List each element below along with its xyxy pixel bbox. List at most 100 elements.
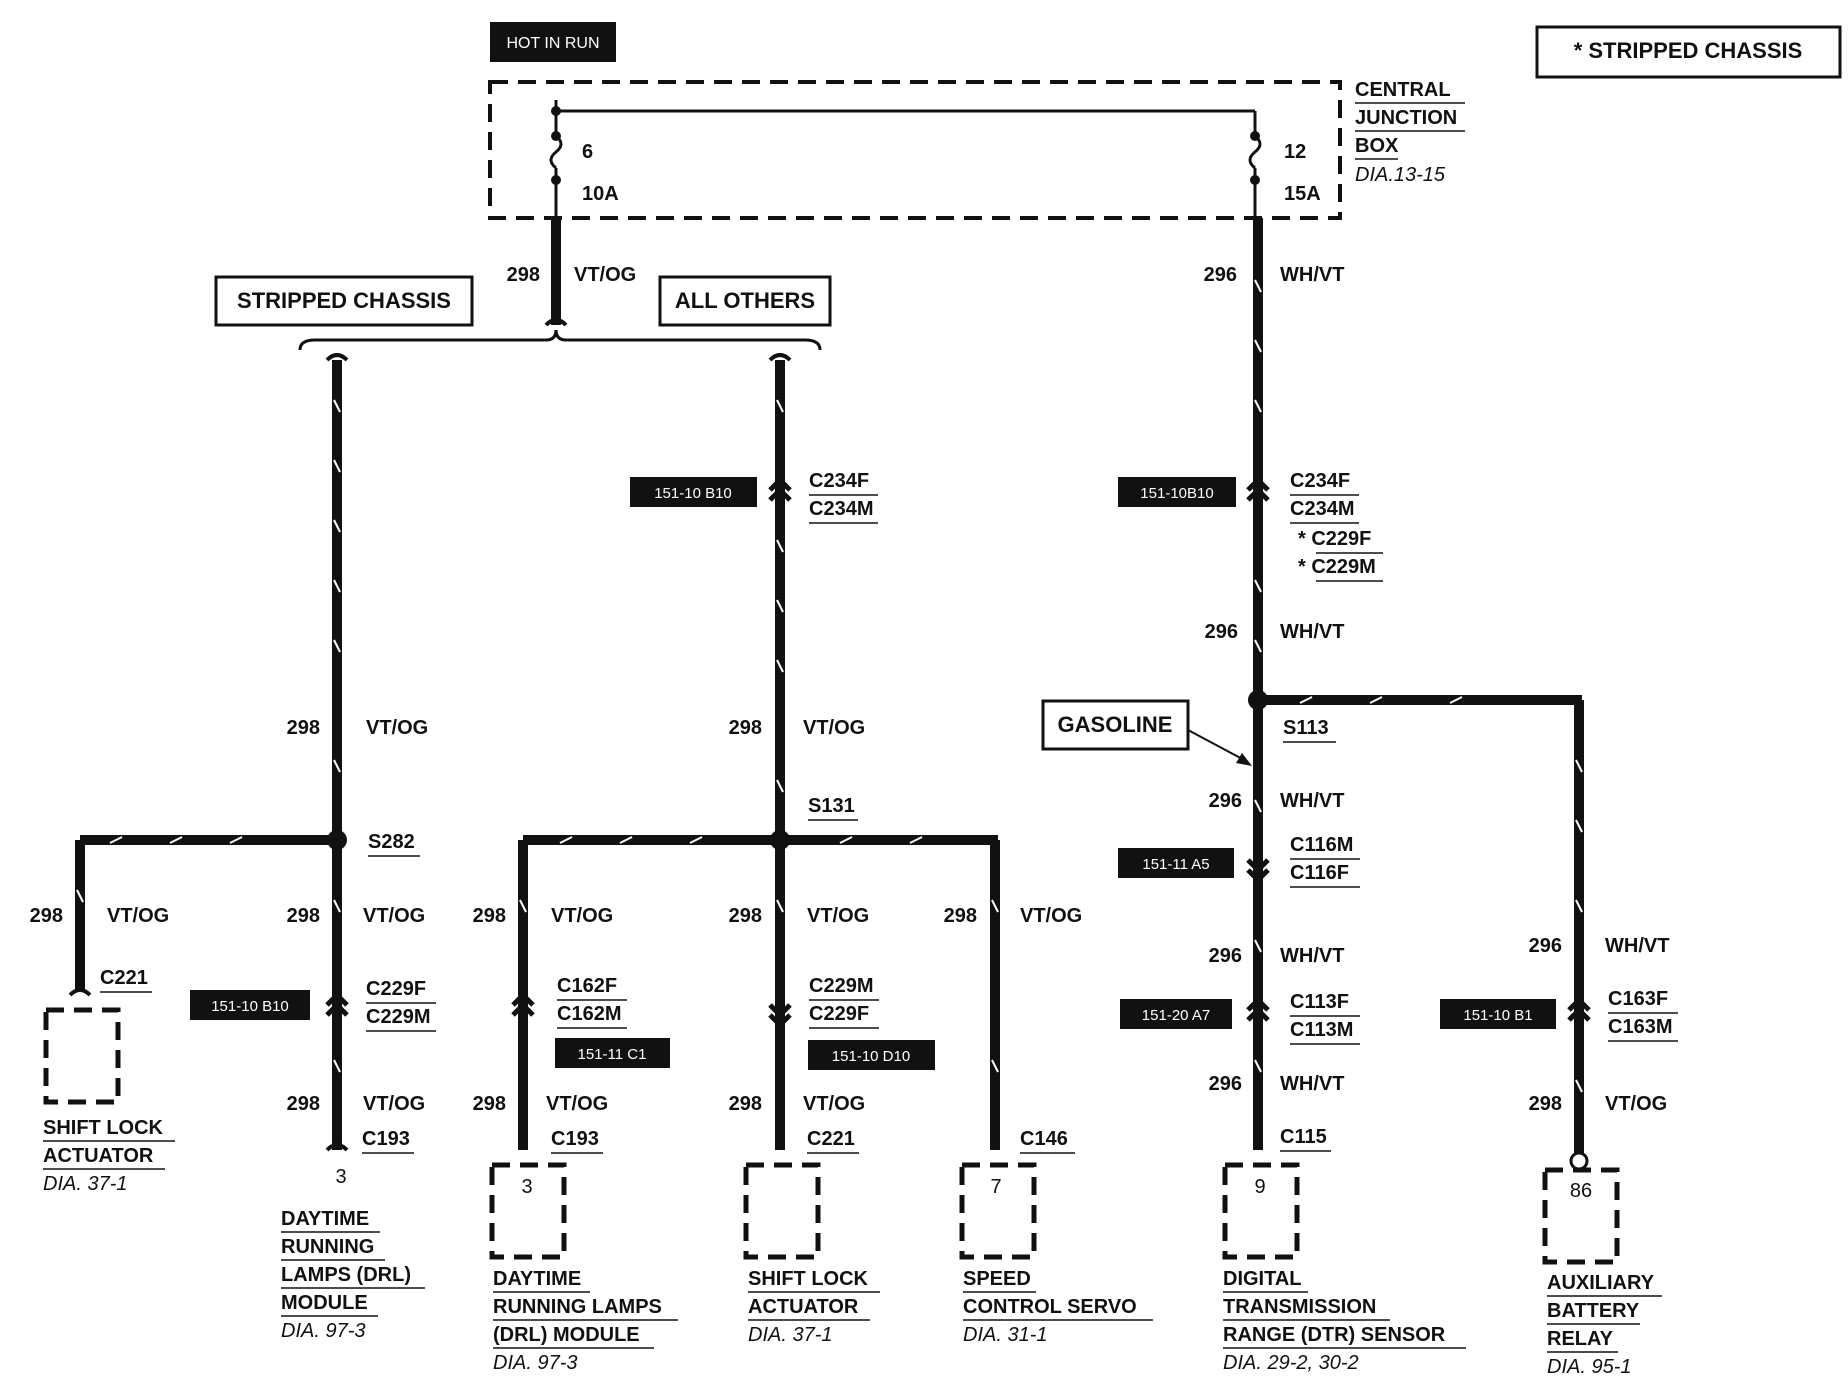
components-drl-1-line1-label: DAYTIME <box>281 1208 369 1230</box>
circuits-c298-label: 298 <box>1529 1093 1562 1115</box>
location-tags-t-151-10-b1-label: 151-10 B1 <box>1463 1007 1532 1024</box>
components-drl-1-pin-label: 3 <box>335 1166 346 1188</box>
circuits-wh-vt-label: WH/VT <box>1605 935 1669 957</box>
central-junction-box: 6 10A 12 15A CENTRAL JUNCTION BOX DIA.13… <box>488 79 1465 220</box>
circuits-vt-og-label: VT/OG <box>807 905 869 927</box>
location-tags: 151-10 B10 151-10B10 151-10 B10 151-11 C… <box>190 477 1556 1070</box>
connectors-c163f-label: C163F <box>1608 988 1668 1010</box>
circuits-c298-label: 298 <box>473 1093 506 1115</box>
components-drl-1-line4-label: MODULE <box>281 1292 368 1314</box>
splice-labels: S282 S131 S113 <box>368 717 1336 857</box>
component-shift-lock-actuator-1: SHIFT LOCK ACTUATOR DIA. 37-1 <box>43 1007 175 1195</box>
variant-labels: STRIPPED CHASSIS ALL OTHERS GASOLINE <box>214 275 1190 751</box>
components-aux-relay-line1-label: AUXILIARY <box>1547 1272 1655 1294</box>
connectors-c234f-label: C234F <box>1290 470 1350 492</box>
circuits-c298-label: 298 <box>507 264 540 286</box>
components-drl-2-line1-label: DAYTIME <box>493 1268 581 1290</box>
connectors-c229m-label: C229M <box>809 975 873 997</box>
components-drl-2-line2-label: RUNNING LAMPS <box>493 1296 662 1318</box>
connectors-c221-label: C221 <box>100 967 148 989</box>
components-drl-1-line3-label: LAMPS (DRL) <box>281 1264 411 1286</box>
components-dtr-sensor-pin-label: 9 <box>1254 1176 1265 1198</box>
circuits-vt-og-label: VT/OG <box>546 1093 608 1115</box>
components-drl-2-pin-label: 3 <box>521 1176 532 1198</box>
circuits-c298-label: 298 <box>729 717 762 739</box>
connectors-c193-label: C193 <box>362 1128 410 1150</box>
hot-in-run-tag: HOT IN RUN <box>490 22 616 62</box>
connectors-c115-label: C115 <box>1280 1126 1327 1148</box>
circuits-c296-label: 296 <box>1209 1073 1242 1095</box>
circuits-c296-label: 296 <box>1204 264 1237 286</box>
circuits-c296-label: 296 <box>1209 790 1242 812</box>
connectors-c221-label: C221 <box>807 1128 855 1150</box>
location-tags-t-151-10-d10-label: 151-10 D10 <box>832 1048 910 1065</box>
connectors-c193-label: C193 <box>551 1128 599 1150</box>
fuse-12-rating: 15A <box>1284 183 1321 205</box>
components-speed-control-pin-label: 7 <box>990 1176 1001 1198</box>
connectors-c113m-label: C113M <box>1290 1019 1353 1041</box>
circuits-c296-label: 296 <box>1209 945 1242 967</box>
splices-s282-label: S282 <box>368 831 415 853</box>
variant-labels-all-others-label: ALL OTHERS <box>675 288 815 313</box>
connectors-c229m-label: C229M <box>366 1006 430 1028</box>
components-aux-relay-pin-label: 86 <box>1570 1180 1592 1202</box>
components-shift-lock-1-ref-label: DIA. 37-1 <box>43 1173 127 1195</box>
connectors-c229f-star-label: * C229F <box>1298 528 1371 550</box>
component-drl-module-2: 3 DAYTIME RUNNING LAMPS (DRL) MODULE DIA… <box>489 1162 678 1374</box>
connectors-c229m-star-label: * C229M <box>1298 556 1376 578</box>
circuits-vt-og-label: VT/OG <box>574 264 636 286</box>
circuits-wh-vt-label: WH/VT <box>1280 790 1344 812</box>
component-speed-control-servo: 7 SPEED CONTROL SERVO DIA. 31-1 <box>959 1162 1153 1346</box>
circuits-wh-vt-label: WH/VT <box>1280 621 1344 643</box>
connectors-c163m-label: C163M <box>1608 1016 1672 1038</box>
variant-labels-stripped-label: STRIPPED CHASSIS <box>237 288 451 313</box>
circuits-vt-og-label: VT/OG <box>551 905 613 927</box>
wires <box>68 218 1591 1171</box>
cjb-name-3: BOX <box>1355 135 1399 157</box>
components-dtr-sensor-line2-label: TRANSMISSION <box>1223 1296 1376 1318</box>
splice-s282-dot <box>327 830 347 850</box>
location-tags-t-151-10b10-label: 151-10B10 <box>1140 485 1213 502</box>
components-aux-relay-ref-label: DIA. 95-1 <box>1547 1356 1631 1378</box>
splices-s113-label: S113 <box>1283 717 1329 739</box>
components-dtr-sensor-line3-label: RANGE (DTR) SENSOR <box>1223 1324 1446 1346</box>
components-drl-2-ref-label: DIA. 97-3 <box>493 1352 577 1374</box>
connectors-c234f-label: C234F <box>809 470 869 492</box>
components-speed-control-line1-label: SPEED <box>963 1268 1031 1290</box>
component-dtr-sensor: 9 DIGITAL TRANSMISSION RANGE (DTR) SENSO… <box>1222 1162 1466 1374</box>
location-tags-t-151-10-b10-b-label: 151-10 B10 <box>211 998 289 1015</box>
location-tags-t-151-10-b10-a-label: 151-10 B10 <box>654 485 732 502</box>
legend-box: * STRIPPED CHASSIS <box>1535 25 1842 79</box>
components-shift-lock-2-line2-label: ACTUATOR <box>748 1296 859 1318</box>
cjb-name-1: CENTRAL <box>1355 79 1451 101</box>
circuits-wh-vt-label: WH/VT <box>1280 264 1344 286</box>
fuse-6-number: 6 <box>582 141 593 163</box>
components-drl-1-ref-label: DIA. 97-3 <box>281 1320 365 1342</box>
component-shift-lock-actuator-2: SHIFT LOCK ACTUATOR DIA. 37-1 <box>743 1162 880 1346</box>
circuits-vt-og-label: VT/OG <box>1605 1093 1667 1115</box>
component-aux-battery-relay: 86 AUXILIARY BATTERY RELAY DIA. 95-1 <box>1542 1167 1662 1378</box>
components-speed-control-ref-label: DIA. 31-1 <box>963 1324 1047 1346</box>
components-shift-lock-1-line1-label: SHIFT LOCK <box>43 1117 164 1139</box>
components-dtr-sensor-ref-label: DIA. 29-2, 30-2 <box>1223 1352 1359 1374</box>
components-drl-2-line3-label: (DRL) MODULE <box>493 1324 640 1346</box>
circuits-wh-vt-label: WH/VT <box>1280 945 1344 967</box>
circuits-c296-label: 296 <box>1529 935 1562 957</box>
circuits-vt-og-label: VT/OG <box>1020 905 1082 927</box>
connectors-c162m-label: C162M <box>557 1003 621 1025</box>
circuits-vt-og-label: VT/OG <box>107 905 169 927</box>
components-dtr-sensor-line1-label: DIGITAL <box>1223 1268 1302 1290</box>
circuits-c298-label: 298 <box>287 905 320 927</box>
circuits-c296-label: 296 <box>1205 621 1238 643</box>
circuits-c298-label: 298 <box>473 905 506 927</box>
connectors-c116f-label: C116F <box>1290 862 1349 884</box>
connectors-c229f-label: C229F <box>366 978 426 1000</box>
circuits-vt-og-label: VT/OG <box>803 1093 865 1115</box>
connectors-c146-label: C146 <box>1020 1128 1068 1150</box>
components-drl-1-line2-label: RUNNING <box>281 1236 374 1258</box>
circuits-vt-og-label: VT/OG <box>803 717 865 739</box>
connectors-c162f-label: C162F <box>557 975 617 997</box>
header-hot-in-run-label: HOT IN RUN <box>506 35 599 52</box>
location-tags-t-151-11-c1-label: 151-11 C1 <box>578 1046 647 1063</box>
